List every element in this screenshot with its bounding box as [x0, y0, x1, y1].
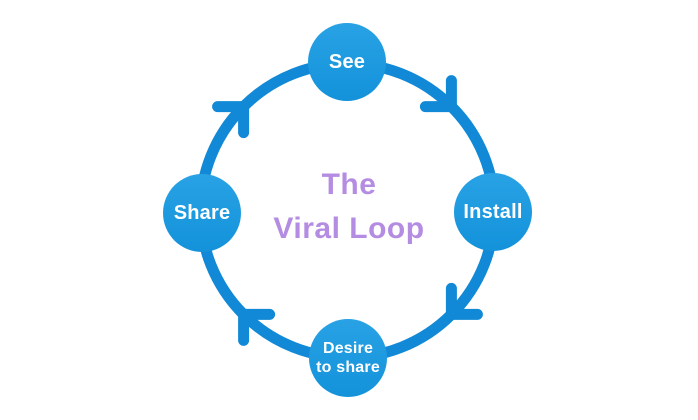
- arrowhead-top-left-icon: [212, 101, 250, 139]
- node-share: Share: [163, 174, 241, 252]
- diagram-title-line-2: Viral Loop: [273, 212, 425, 245]
- arrowhead-bottom-left-icon: [238, 308, 276, 346]
- node-share-label: Share: [173, 202, 231, 224]
- node-desire-to-share-label: Desire to share: [316, 339, 380, 377]
- node-desire-label-line-1: Desire: [322, 340, 374, 357]
- node-see-label: See: [328, 51, 366, 73]
- arrowhead-bottom-right-icon: [445, 282, 483, 320]
- diagram-title: The Viral Loop: [0, 163, 698, 251]
- arrowhead-top-right-icon: [419, 75, 457, 113]
- node-see: See: [308, 23, 386, 101]
- diagram-title-line-1: The: [321, 168, 377, 201]
- node-desire-to-share: Desire to share: [309, 319, 387, 397]
- node-desire-label-line-2: to share: [316, 359, 380, 376]
- node-install: Install: [454, 173, 532, 251]
- node-install-label: Install: [463, 201, 523, 223]
